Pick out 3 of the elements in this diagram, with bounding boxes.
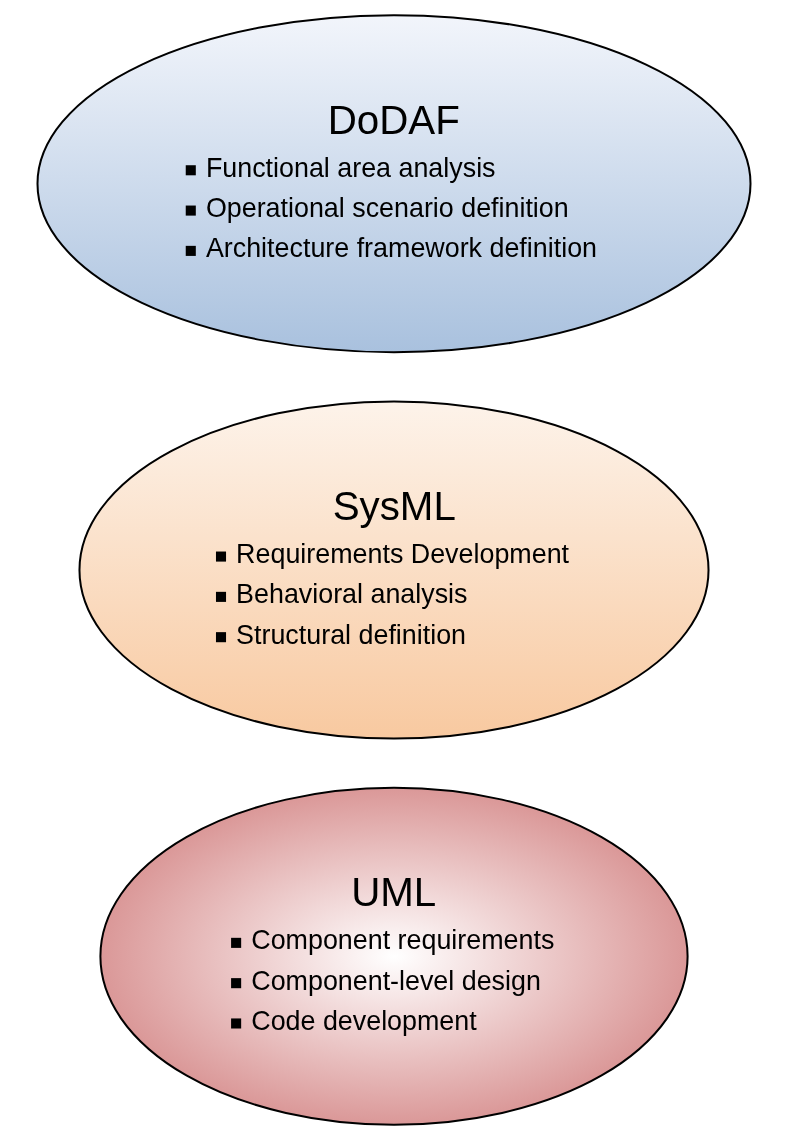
node-ellipse: SysML Requirements Development Behavioral analysis Structural definition <box>77 400 710 740</box>
node-ellipse: UML Component requirements Component-level design Code development <box>98 786 689 1126</box>
node-ellipse: DoDAF Functional area analysis Operational scenario definition Architecture framework definition <box>36 14 751 354</box>
